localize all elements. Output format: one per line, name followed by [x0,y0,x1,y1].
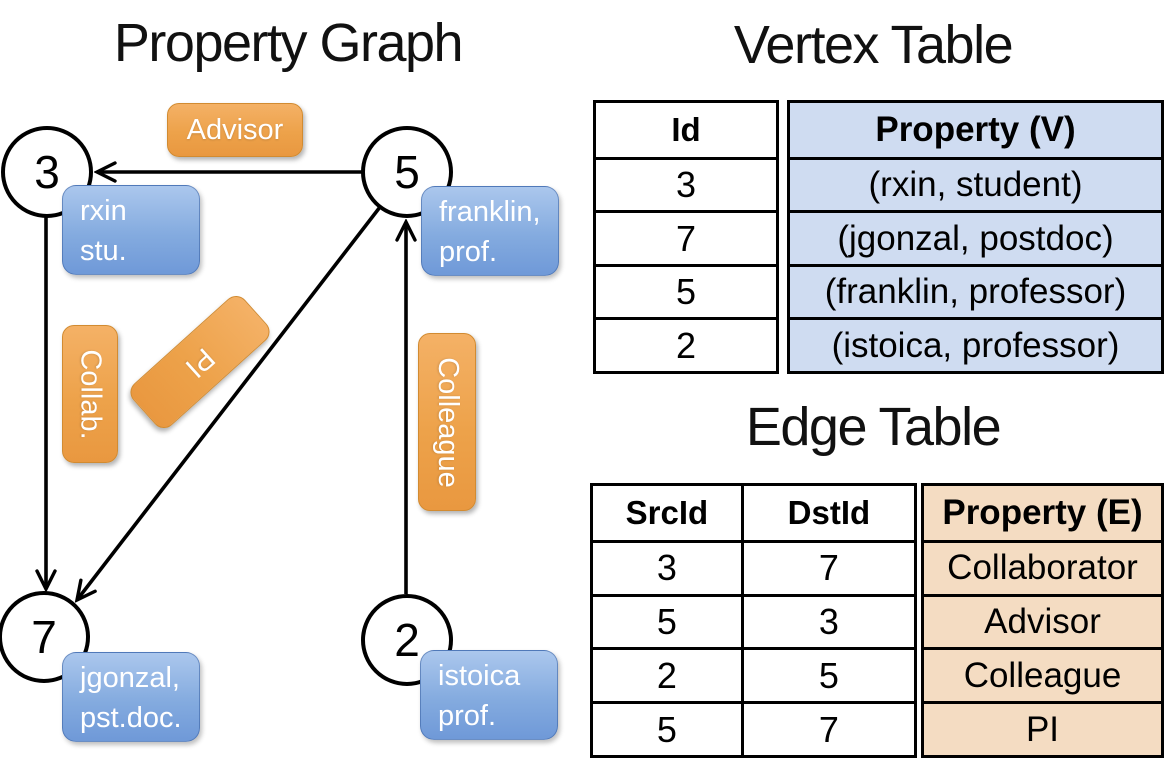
vertex-property-line: prof. [438,700,497,732]
table-cell: 3 [596,156,776,211]
vertex-table-property-column: Property (V) (rxin, student) (jgonzal, p… [787,100,1164,374]
edge-table-title: Edge Table [745,397,1002,457]
edge-label-colleague: Colleague [418,333,476,511]
table-cell: 2 [596,317,776,371]
table-cell: 7 [596,210,776,264]
table-cell: (rxin, student) [790,156,1161,211]
edge-label-pi: PI [125,291,275,433]
vertex-property-line: rxin [80,195,127,227]
edge-label-text: Colleague [431,356,464,488]
table-cell: (istoica, professor) [790,317,1161,371]
graph-node-5: 5 [361,126,453,218]
table-cell: 3 [593,542,744,594]
edge-table-property-column: Property (E) Collaborator Advisor Collea… [921,483,1164,758]
vertex-property-box-jgonzal: jgonzal, pst.doc. [62,652,200,742]
table-cell: (jgonzal, postdoc) [790,210,1161,264]
vertex-property-line: prof. [439,236,498,268]
vertex-property-line: franklin, [439,196,541,228]
vertex-property-line: istoica [438,660,521,692]
node-id-label: 3 [34,146,60,198]
column-header: Property (V) [875,109,1076,149]
column-header: DstId [787,493,871,531]
vertex-table-id-column: Id 3 7 5 2 [593,100,779,374]
vertex-property-line: pst.doc. [80,702,182,734]
table-cell: 7 [818,708,839,750]
table-cell: 5 [593,704,744,756]
vertex-property-box-franklin: franklin, prof. [421,186,559,276]
table-cell: 2 [593,650,744,702]
edge-table-id-columns: SrcId DstId 3 7 5 3 2 5 5 7 [590,483,917,758]
table-cell: 5 [818,654,839,696]
edge-label-advisor: Advisor [167,103,303,157]
edge-label-collab: Collab. [62,325,118,463]
column-header: Property (E) [942,492,1143,532]
node-id-label: 2 [394,614,420,666]
vertex-property-line: jgonzal, [80,662,180,694]
table-cell: 3 [818,601,839,643]
table-cell: Collaborator [924,539,1161,594]
edge-label-text: Advisor [186,113,284,146]
vertex-property-line: stu. [80,235,127,267]
vertex-table-title: Vertex Table [733,15,1014,75]
table-cell: 7 [818,547,839,589]
edge-label-text: PI [179,341,222,384]
table-cell: 5 [596,263,776,318]
node-id-label: 5 [394,146,420,198]
table-cell: 5 [593,596,744,648]
vertex-property-box-istoica: istoica prof. [420,650,558,740]
edge-label-text: Collab. [74,348,107,440]
table-cell: (franklin, professor) [790,263,1161,318]
table-cell: PI [924,701,1161,755]
node-id-label: 7 [31,611,57,663]
graph-node-3: 3 [1,126,93,218]
table-cell: Colleague [924,647,1161,701]
table-cell: Advisor [924,593,1161,648]
column-header: Id [671,110,701,148]
property-graph-title: Property Graph [113,13,464,73]
column-header: SrcId [593,486,744,540]
vertex-property-box-rxin: rxin stu. [62,185,200,275]
